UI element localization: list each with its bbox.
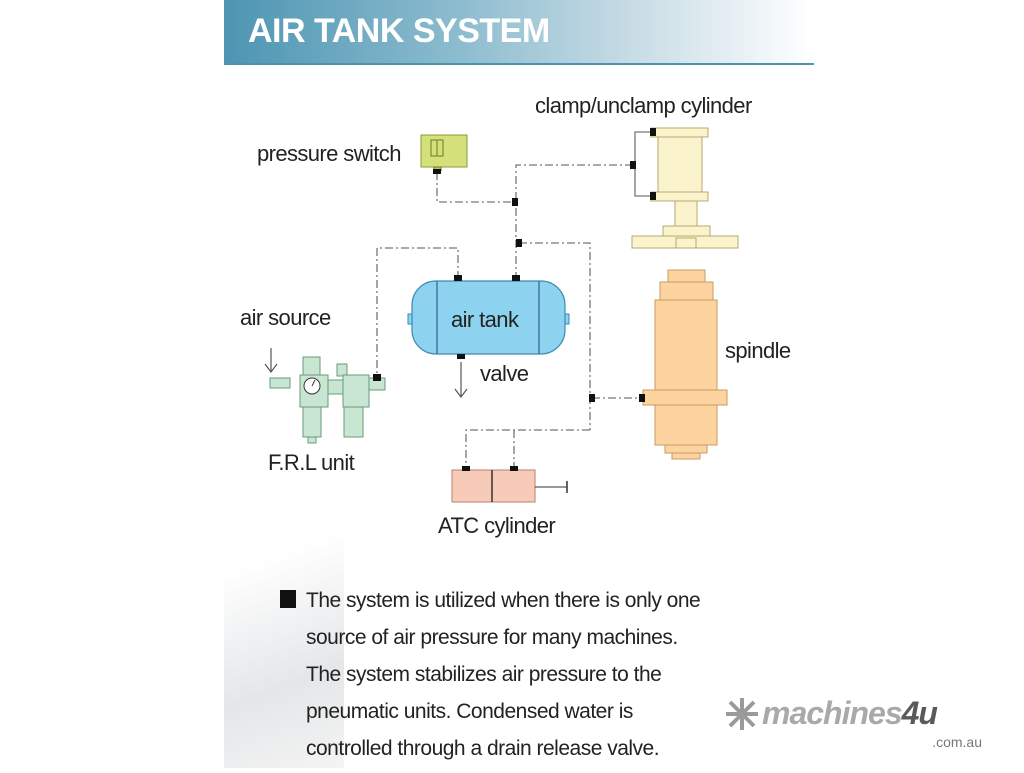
frl-unit-icon xyxy=(269,356,386,444)
spindle-icon xyxy=(642,269,728,460)
label-spindle: spindle xyxy=(725,338,791,363)
line-atc-1 xyxy=(465,429,590,470)
description-line: The system is utilized when there is onl… xyxy=(306,589,701,612)
background-fade xyxy=(224,470,344,768)
pressure-switch-icon xyxy=(420,134,468,172)
air-tank-icon xyxy=(407,280,570,355)
label-frl-unit: F.R.L unit xyxy=(268,450,355,475)
bullet-square-icon xyxy=(280,590,296,608)
page-title: AIR TANK SYSTEM xyxy=(248,12,550,50)
clamp-cylinder-icon xyxy=(631,127,739,249)
logo-star-icon xyxy=(726,698,758,730)
description-line: The system stabilizes air pressure to th… xyxy=(306,663,662,686)
label-air-tank: air tank xyxy=(451,307,519,332)
label-valve: valve xyxy=(480,361,529,386)
logo-name: machines xyxy=(762,695,903,731)
line-frl xyxy=(376,247,459,375)
description-line: controlled through a drain release valve… xyxy=(306,737,660,760)
label-pressure-switch: pressure switch xyxy=(257,141,401,166)
label-clamp-cylinder: clamp/unclamp cylinder xyxy=(535,93,752,118)
logo-accent: 4u xyxy=(901,695,938,731)
machines4u-logo: machines4u .com.au xyxy=(724,696,994,762)
line-main-vertical xyxy=(515,164,633,280)
description-text: The system is utilized when there is onl… xyxy=(306,588,701,773)
description-line: source of air pressure for many machines… xyxy=(306,626,678,649)
label-air-source: air source xyxy=(240,305,331,330)
line-right xyxy=(519,242,591,430)
atc-cylinder-icon xyxy=(451,469,568,503)
logo-domain: .com.au xyxy=(932,734,982,750)
description-line: pneumatic units. Condensed water is xyxy=(306,700,633,723)
fittings xyxy=(373,128,656,471)
label-atc-cylinder: ATC cylinder xyxy=(438,513,556,538)
header-banner: AIR TANK SYSTEM xyxy=(224,0,814,65)
drain-arrow-icon xyxy=(454,362,468,398)
air-source-arrow-icon xyxy=(264,348,278,373)
line-clamp-bracket xyxy=(634,131,653,197)
line-switch xyxy=(436,172,516,203)
logo-wordmark: machines4u xyxy=(762,695,938,731)
